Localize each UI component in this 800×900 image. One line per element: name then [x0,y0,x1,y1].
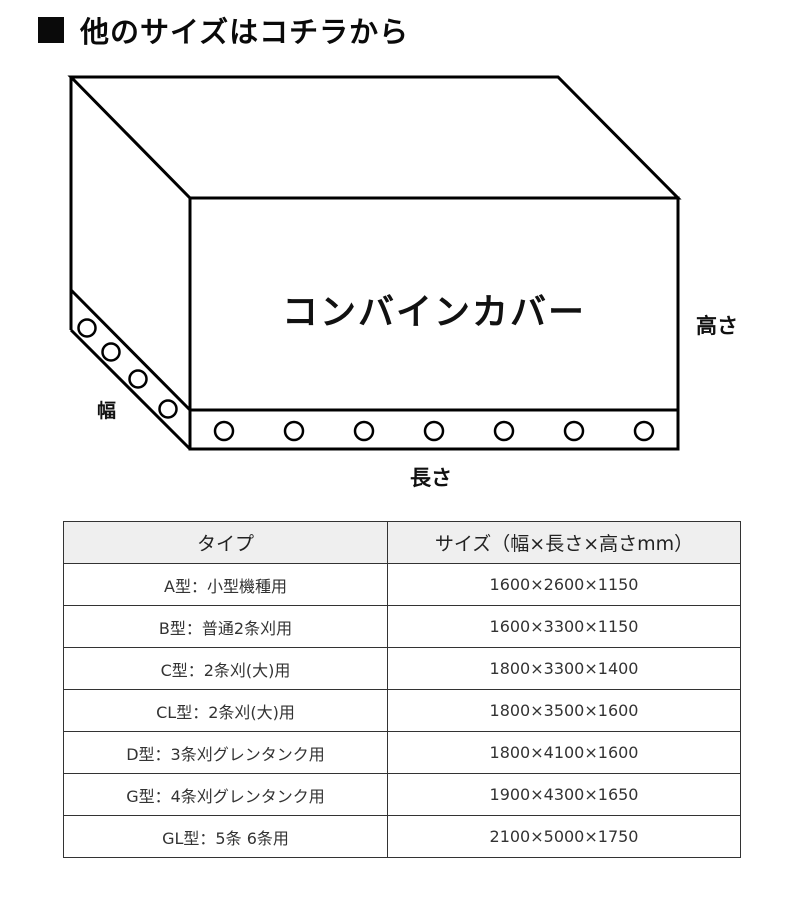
table-row: A型：小型機種用 1600×2600×1150 [63,563,741,606]
grommet-icon [283,420,305,442]
square-bullet-icon [38,17,64,43]
size-cell: 1800×4100×1600 [387,731,741,774]
table-header-row: タイプ サイズ（幅×長さ×高さmm） [63,521,741,564]
grommet-icon [101,342,121,362]
size-cell: 1900×4300×1650 [387,773,741,816]
height-label: 高さ [696,314,738,338]
grommet-icons [77,318,655,442]
size-cell: 1800×3500×1600 [387,689,741,732]
grommet-icon [128,369,148,389]
grommet-icon [563,420,585,442]
box-outline-drawing [67,75,682,451]
table-row: C型：2条刈(大)用 1800×3300×1400 [63,647,741,690]
grommet-icon [158,399,178,419]
type-cell: B型：普通2条刈用 [63,605,388,648]
heading-text: 他のサイズはコチラから [80,15,410,49]
side-strip-bottom [69,328,192,451]
side-strip-top [69,288,192,412]
table-row: GL型：5条 6条用 2100×5000×1750 [63,815,741,858]
type-cell: CL型：2条刈(大)用 [63,689,388,732]
section-heading: 他のサイズはコチラから [38,10,409,50]
cover-dimension-diagram: コンバインカバー 高さ 幅 長さ [0,60,800,500]
product-name: コンバインカバー [281,292,586,333]
top-face [67,75,682,200]
length-label: 長さ [410,466,452,490]
type-cell: C型：2条刈(大)用 [63,647,388,690]
size-cell: 1800×3300×1400 [387,647,741,690]
type-cell: A型：小型機種用 [63,563,388,606]
grommet-icon [77,318,97,338]
grommet-icon [633,420,655,442]
front-face [188,196,680,451]
type-cell: G型：4条刈グレンタンク用 [63,773,388,816]
table-row: G型：4条刈グレンタンク用 1900×4300×1650 [63,773,741,816]
type-cell: D型：3条刈グレンタンク用 [63,731,388,774]
header-type: タイプ [63,521,388,564]
header-size: サイズ（幅×長さ×高さmm） [387,521,741,564]
table-row: D型：3条刈グレンタンク用 1800×4100×1600 [63,731,741,774]
size-cell: 2100×5000×1750 [387,815,741,858]
grommet-icon [423,420,445,442]
table-row: B型：普通2条刈用 1600×3300×1150 [63,605,741,648]
grommet-icon [493,420,515,442]
size-cell: 1600×3300×1150 [387,605,741,648]
grommet-icon [213,420,235,442]
table-row: CL型：2条刈(大)用 1800×3500×1600 [63,689,741,732]
size-cell: 1600×2600×1150 [387,563,741,606]
type-cell: GL型：5条 6条用 [63,815,388,858]
size-table: タイプ サイズ（幅×長さ×高さmm） A型：小型機種用 1600×2600×11… [63,521,741,858]
width-label: 幅 [97,400,117,422]
grommet-icon [353,420,375,442]
